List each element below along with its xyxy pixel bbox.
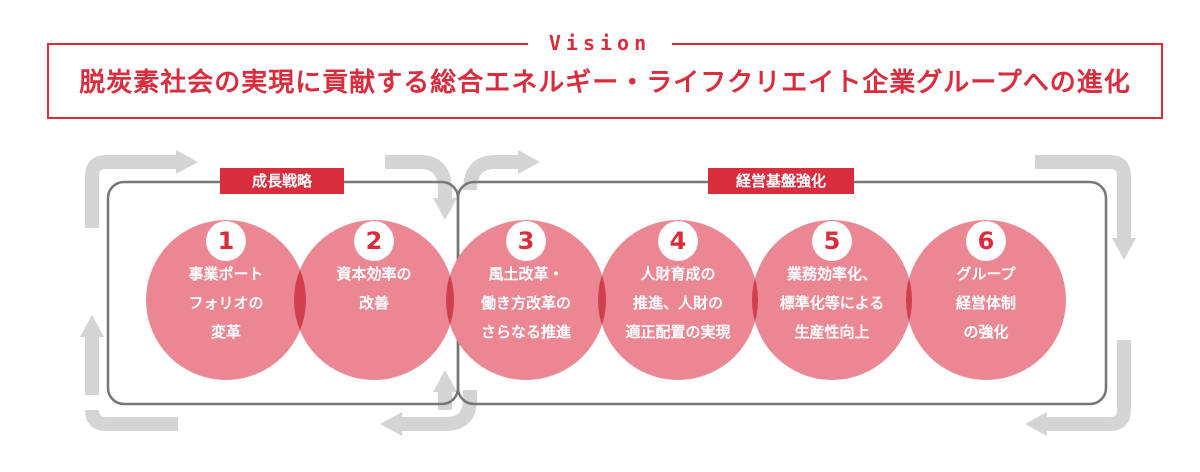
arrow-bottom-left xyxy=(85,409,178,431)
management-base-label: 経営基盤強化 xyxy=(708,168,854,194)
arrow-center-top-right xyxy=(463,155,520,191)
vision-label: Vision xyxy=(528,29,672,57)
item-circle-2 xyxy=(294,220,454,380)
arrow-left-up-head xyxy=(80,315,104,337)
arrow-top-left-head xyxy=(176,150,198,174)
item-circles xyxy=(146,220,1066,380)
item-text-2: 資本効率の 改善 xyxy=(336,265,412,312)
arrow-center-top-head xyxy=(433,198,457,220)
item-circle-5 xyxy=(752,220,912,380)
item-number-4: 4 xyxy=(658,221,698,261)
arrow-top-right-head xyxy=(1112,238,1136,260)
growth-strategy-label: 成長戦略 xyxy=(220,168,344,194)
item-circle-1 xyxy=(146,220,306,380)
item-circle-6 xyxy=(906,220,1066,380)
item-text-5: 業務効率化、 標準化等による 生産性向上 xyxy=(779,265,885,341)
arrow-bottom-right-head xyxy=(1025,412,1047,436)
item-circle-4 xyxy=(598,220,758,380)
item-number-2: 2 xyxy=(354,221,394,261)
item-number-5: 5 xyxy=(812,221,852,261)
arrow-center-bottom-head xyxy=(380,412,402,436)
item-number-3: 3 xyxy=(506,221,546,261)
arrow-center-bottom-up-head xyxy=(433,370,457,392)
item-number-6: 6 xyxy=(966,221,1006,261)
item-circle-3 xyxy=(446,220,606,380)
arrow-center-bottom xyxy=(400,390,477,431)
arrow-center-top xyxy=(385,155,452,200)
arrow-top-left xyxy=(85,155,178,228)
arrow-bottom-right xyxy=(1045,340,1131,431)
arrow-top-right xyxy=(1035,155,1131,240)
item-number-1: 1 xyxy=(206,221,246,261)
vision-statement: 脱炭素社会の実現に貢献する総合エネルギー・ライフクリエイト企業グループへの進化 xyxy=(79,68,1131,98)
item-text-1: 事業ポート フォリオの 変革 xyxy=(188,265,264,341)
item-text-3: 風土改革・ 働き方改革の さらなる推進 xyxy=(480,265,571,341)
arrow-center-top-right-head xyxy=(518,150,540,174)
cycle-arrows xyxy=(80,150,1136,436)
item-text-4: 人財育成の 推進、人財の 適正配置の実現 xyxy=(625,265,731,341)
item-text-6: グループ 経営体制 の強化 xyxy=(955,265,1016,341)
